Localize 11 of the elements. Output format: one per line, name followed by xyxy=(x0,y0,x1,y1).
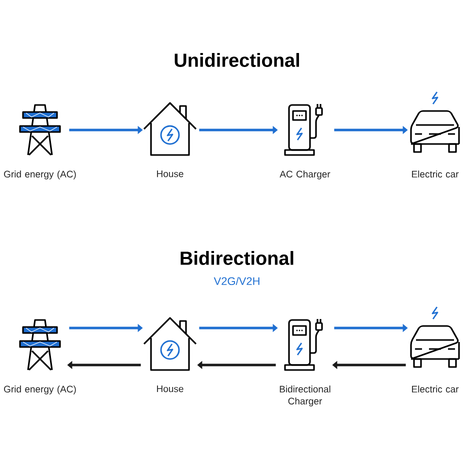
heading: Unidirectional xyxy=(174,53,299,67)
node-label: House xyxy=(157,386,184,392)
heading: Bidirectional xyxy=(180,251,294,265)
node-label: Grid energy (AC) xyxy=(4,386,76,394)
node-label: Bidirectional Charger xyxy=(280,386,330,406)
node-label: AC Charger xyxy=(280,170,330,180)
node-label: Grid energy (AC) xyxy=(4,170,76,180)
node-label: Electric car xyxy=(412,386,459,392)
subheading: V2G/V2H xyxy=(214,276,260,286)
node-label: House xyxy=(157,170,184,178)
node-label: Electric car xyxy=(412,170,459,178)
